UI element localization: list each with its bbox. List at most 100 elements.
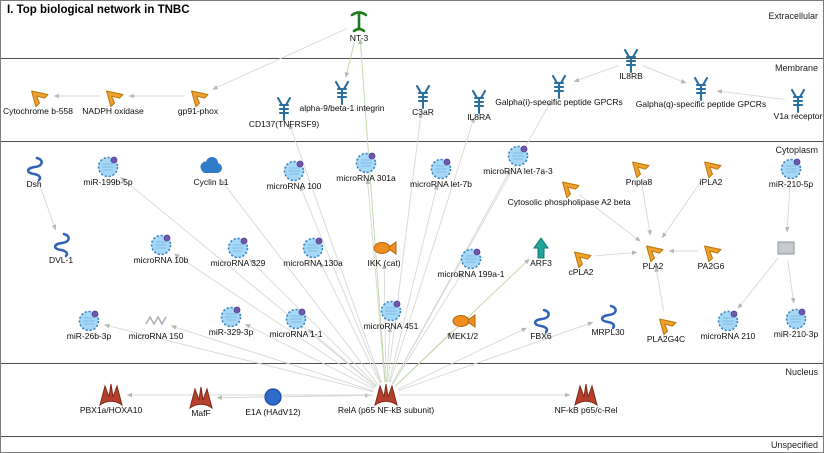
node-label-mirna150: microRNA 150 bbox=[128, 331, 184, 341]
node-label-il8rb: IL8RB bbox=[619, 71, 643, 81]
node-nadph-oxidase[interactable]: NADPH oxidase bbox=[82, 82, 144, 116]
node-cd137[interactable]: CD137(TNFRSF9) bbox=[249, 95, 319, 129]
edge-rela-mirna150 bbox=[170, 325, 374, 392]
node-label-gp91-phox: gp91-phox bbox=[177, 106, 219, 116]
node-label-mir2105p: miR-210-5p bbox=[768, 179, 814, 189]
node-cyclinl1[interactable]: Cyclin L1 bbox=[194, 153, 228, 187]
node-mirna301a[interactable]: microRNA 301a bbox=[336, 149, 396, 183]
node-label-rela: RelA (p65 NF-kB subunit) bbox=[337, 405, 435, 415]
edge-rela-fbx6 bbox=[397, 327, 527, 390]
node-gp91-phox[interactable]: gp91-phox bbox=[178, 82, 218, 116]
node-rela[interactable]: RelA (p65 NF-kB subunit) bbox=[338, 381, 434, 415]
node-dvl1[interactable]: DVL-1 bbox=[47, 231, 75, 265]
node-label-mirna10b: microRNA 10b bbox=[133, 255, 189, 265]
node-label-mirna210: microRNA 210 bbox=[700, 331, 756, 341]
transcription-factor-icon bbox=[188, 386, 214, 410]
compartment-line-nucleus bbox=[1, 363, 823, 364]
microRNA-icon bbox=[281, 158, 307, 184]
edge-rela-mirna301a bbox=[365, 178, 386, 383]
node-mirna100[interactable]: microRNA 100 bbox=[267, 157, 321, 191]
edge-rela-mir3293p bbox=[244, 323, 375, 390]
node-maff[interactable]: MafF bbox=[187, 384, 215, 418]
squiggle-light-icon bbox=[143, 311, 169, 331]
node-mir26b3p[interactable]: miR-26b-3p bbox=[67, 307, 111, 341]
node-galpha-i[interactable]: Galpha(i)-specific peptide GPCRs bbox=[495, 73, 623, 107]
enzyme-icon bbox=[101, 84, 125, 108]
node-label-ikk: IKK (cat) bbox=[367, 258, 401, 268]
node-mirna150[interactable]: microRNA 150 bbox=[129, 307, 183, 341]
node-mirna210[interactable]: microRNA 210 bbox=[701, 307, 755, 341]
microRNA-icon bbox=[283, 306, 309, 332]
node-dsh[interactable]: Dsh bbox=[20, 155, 48, 189]
node-fbx6[interactable]: FBX6 bbox=[527, 307, 555, 341]
node-label-cytochrome-b558: Cytochrome b-558 bbox=[3, 106, 73, 116]
node-ipla2[interactable]: iPLA2 bbox=[697, 153, 725, 187]
node-mir199b5p[interactable]: miR-199b-5p bbox=[83, 153, 133, 187]
node-nt3[interactable]: NT-3 bbox=[345, 9, 373, 43]
node-mir2105p[interactable]: miR-210-5p bbox=[769, 155, 813, 189]
node-pla2g4c[interactable]: PLA2G4C bbox=[647, 310, 685, 344]
node-mrpl30[interactable]: MRPL30 bbox=[591, 303, 625, 337]
node-ikk[interactable]: IKK (cat) bbox=[367, 234, 401, 268]
enzyme-icon bbox=[654, 312, 678, 336]
kinase-icon bbox=[449, 311, 477, 331]
node-label-galpha-i: Galpha(i)-specific peptide GPCRs bbox=[495, 97, 623, 107]
node-label-c3ar: C3aR bbox=[412, 107, 434, 117]
node-label-mir3293p: miR-329-3p bbox=[208, 327, 254, 337]
kinase-icon bbox=[370, 238, 398, 258]
node-mir3293p[interactable]: miR-329-3p bbox=[209, 303, 253, 337]
node-pa2g6[interactable]: PA2G6 bbox=[697, 237, 725, 271]
edge-rela-mirna130a bbox=[319, 262, 381, 384]
circle-solid-icon bbox=[262, 386, 284, 408]
node-mirna11[interactable]: microRNA 1-1 bbox=[270, 305, 322, 339]
receptor-icon bbox=[410, 84, 436, 110]
node-label-mirna451: microRNA 451 bbox=[363, 321, 419, 331]
node-v1a[interactable]: V1a receptor bbox=[774, 87, 822, 121]
node-galpha-q[interactable]: Galpha(q)-specific peptide GPCRs bbox=[636, 75, 766, 109]
edge-il8rb-galpha-q bbox=[642, 65, 687, 84]
transcription-factor-icon bbox=[98, 383, 124, 407]
edge-rela-mirna329 bbox=[249, 258, 378, 387]
node-mirna329[interactable]: microRNA 329 bbox=[211, 234, 265, 268]
node-complex-rect[interactable] bbox=[772, 234, 800, 262]
node-mir2103p[interactable]: miR-210-3p bbox=[774, 305, 818, 339]
compartment-label-nucleus: Nucleus bbox=[785, 367, 818, 377]
node-let7a3[interactable]: microRNA let-7a-3 bbox=[483, 142, 553, 176]
receptor-icon bbox=[546, 74, 572, 100]
edge-pla2g4c-pla2 bbox=[654, 266, 665, 312]
node-c3ar[interactable]: C3aR bbox=[409, 83, 437, 117]
edge-dsh-dvl1 bbox=[37, 181, 57, 231]
node-il8ra[interactable]: IL8RA bbox=[465, 88, 493, 122]
node-mirna130a[interactable]: microRNA 130a bbox=[283, 234, 343, 268]
node-mirna199a1[interactable]: microRNA 199a-1 bbox=[437, 245, 505, 279]
node-mirna10b[interactable]: microRNA 10b bbox=[134, 231, 188, 265]
node-pnpla8[interactable]: Pnpla8 bbox=[625, 153, 653, 187]
node-label-e1a: E1A (HAdV12) bbox=[245, 407, 301, 417]
node-integrin[interactable]: alpha-9/beta-1 integrin bbox=[299, 79, 385, 113]
node-label-nadph-oxidase: NADPH oxidase bbox=[82, 106, 144, 116]
microRNA-icon bbox=[95, 154, 121, 180]
node-mirna451[interactable]: microRNA 451 bbox=[364, 297, 418, 331]
edge-rela-mirna10b bbox=[174, 253, 376, 389]
node-cpla2[interactable]: cPLA2 bbox=[567, 243, 595, 277]
node-cytochrome-b558[interactable]: Cytochrome b-558 bbox=[3, 82, 73, 116]
node-arf3[interactable]: ARF3 bbox=[527, 234, 555, 268]
edge-rela-mrpl30 bbox=[398, 321, 594, 392]
node-label-pbx1a: PBX1a/HOXA10 bbox=[79, 405, 143, 415]
node-cytopla2beta[interactable]: Cytosolic phospholipase A2 beta bbox=[508, 173, 630, 207]
compartment-line-cytoplasm bbox=[1, 141, 823, 142]
node-pla2[interactable]: PLA2 bbox=[639, 237, 667, 271]
node-e1a[interactable]: E1A (HAdV12) bbox=[245, 383, 301, 417]
node-mek12[interactable]: MEK1/2 bbox=[448, 307, 478, 341]
transcription-factor-icon bbox=[373, 383, 399, 407]
node-label-nt3: NT-3 bbox=[349, 33, 369, 43]
node-label-nfkb: NF-kB p65/c-Rel bbox=[554, 405, 618, 415]
node-pbx1a[interactable]: PBX1a/HOXA10 bbox=[80, 381, 142, 415]
node-il8rb[interactable]: IL8RB bbox=[617, 47, 645, 81]
node-let7b[interactable]: microRNA let-7b bbox=[410, 155, 472, 189]
node-label-cytopla2beta: Cytosolic phospholipase A2 beta bbox=[507, 197, 631, 207]
node-label-mirna11: microRNA 1-1 bbox=[269, 329, 323, 339]
node-nfkb[interactable]: NF-kB p65/c-Rel bbox=[555, 381, 617, 415]
